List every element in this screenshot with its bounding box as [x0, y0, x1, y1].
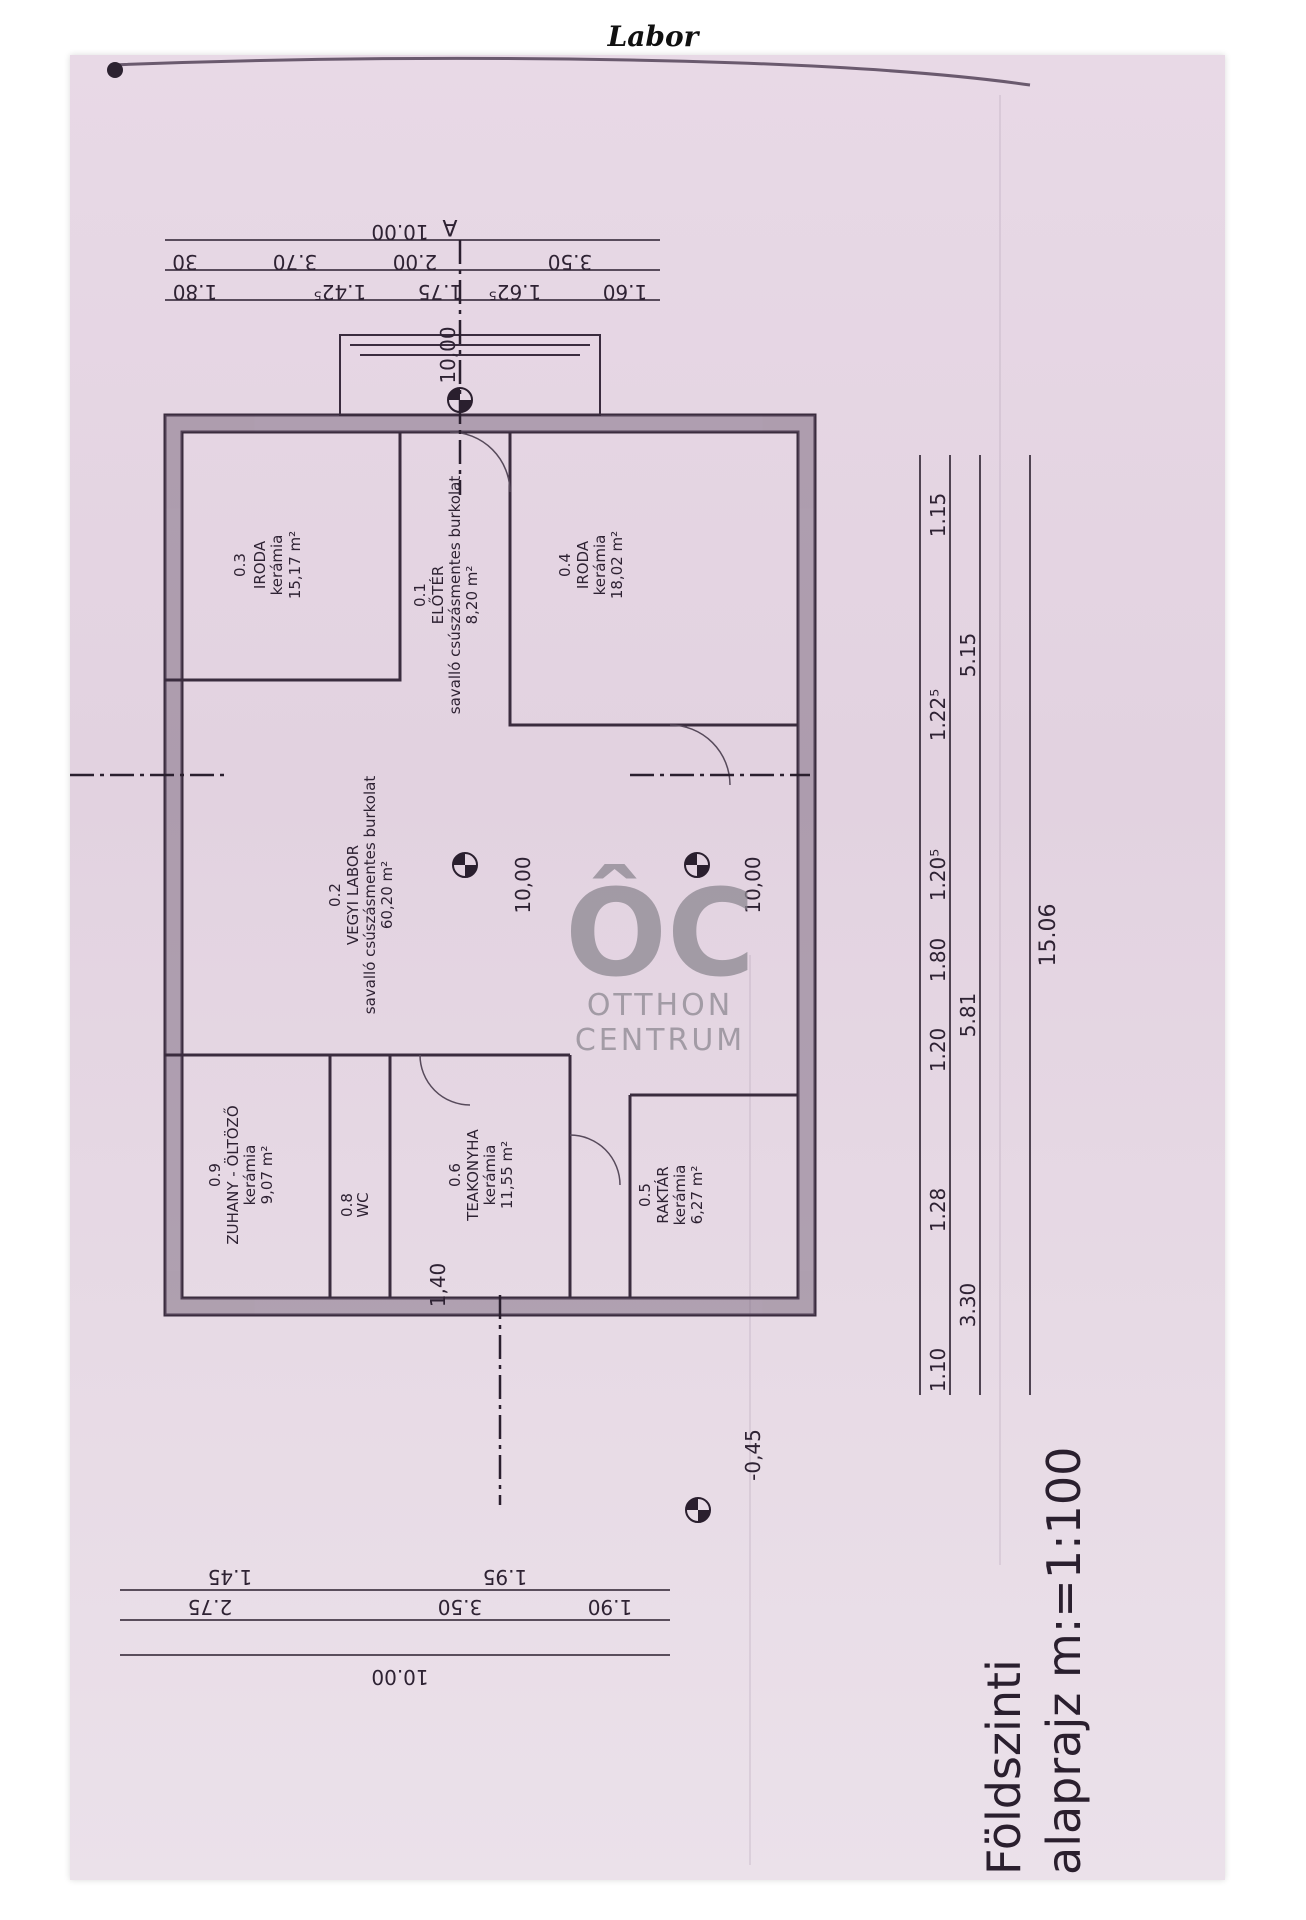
page-title: Labor [607, 20, 699, 53]
room-floor: kerámia [241, 1145, 259, 1206]
room-id: 0.6 [446, 1163, 464, 1187]
dim-top-r2-3: 1.42⁵ [314, 280, 367, 304]
room-id: 0.4 [556, 553, 574, 577]
top-dimension-lines [165, 239, 660, 301]
room-floor: savalló csúszásmentes burkolat [446, 476, 464, 715]
plan-title-line2: alaprajz m:=1:100 [1037, 1447, 1091, 1875]
dim-top-r2-4: 1.75 [418, 280, 463, 304]
dim-top-4: 2.00 [393, 250, 438, 274]
room-name: WC [354, 1192, 372, 1217]
entrance-steps [339, 334, 601, 416]
dim-bottom-7: 3.50 [438, 1595, 483, 1619]
dim-right-10: 1.80 [926, 938, 950, 983]
room-floor: savalló csúszásmentes burkolat [361, 776, 379, 1015]
axis-lines [70, 240, 810, 1505]
dim-right-11: 1.20 [926, 1028, 950, 1073]
watermark-line1: OTTHON [587, 988, 733, 1023]
room-0-1: 0.1 ELŐTÉR savalló csúszásmentes burkola… [411, 476, 481, 715]
room-name: IRODA [251, 540, 269, 589]
level-minus-045: -0,45 [741, 1429, 765, 1481]
dim-right-sub-1: 5.15 [956, 633, 980, 678]
right-dimension-lines [919, 455, 1031, 1395]
level-markers [447, 387, 711, 1523]
room-area: 11,55 m² [498, 1141, 516, 1209]
room-id: 0.3 [231, 553, 249, 577]
dim-top-total: 10.00 [371, 220, 428, 244]
axis-label-top: 10,00 [436, 326, 460, 383]
dim-bottom-9: 1.90 [588, 1595, 633, 1619]
dim-top-1: 30 [172, 250, 197, 274]
dim-bottom-2: 2.75 [188, 1595, 233, 1619]
dim-top-r2-5: 1.62⁵ [489, 280, 542, 304]
bottom-dimension-lines [120, 1589, 670, 1656]
section-mark: A [442, 214, 457, 239]
dim-top-r2-7: 1.60 [603, 280, 648, 304]
dim-right-sub-2: 5.81 [956, 993, 980, 1038]
room-name: ZUHANY - ÖLTÖZŐ [222, 1105, 242, 1244]
dim-right-1: 1.15 [926, 493, 950, 538]
floor-plan-scan: 10.00 30 3.70 2.00 3.50 1.80 1.42⁵ 1.75 … [70, 55, 1225, 1880]
room-name: TEAKONYHA [464, 1128, 482, 1221]
room-floor: kerámia [591, 535, 609, 596]
axis-label-center: 10,00 [511, 856, 535, 913]
room-id: 0.9 [206, 1163, 224, 1187]
dim-right-total: 15.06 [1036, 904, 1061, 967]
wall-hatch [165, 415, 815, 1315]
dim-bottom-r2-8: 1.95 [483, 1565, 528, 1589]
room-name: IRODA [574, 540, 592, 589]
paper-edge [109, 56, 1031, 87]
plan-title-line1: Földszinti [977, 1659, 1031, 1875]
axis-label-right: 10,00 [741, 856, 765, 913]
otthon-centrum-watermark: ÔC OTTHON CENTRUM [565, 864, 755, 1058]
dim-right-8: 1.20⁵ [926, 849, 950, 902]
room-floor: kerámia [671, 1165, 689, 1226]
room-area: 18,02 m² [608, 531, 626, 599]
room-area: 6,27 m² [688, 1166, 706, 1225]
dim-top-r2-1: 1.80 [173, 280, 218, 304]
paper-corner-mark [107, 62, 123, 78]
room-name: ELŐTÉR [427, 566, 447, 625]
room-floor: kerámia [481, 1145, 499, 1206]
dim-top-2: 3.70 [273, 250, 318, 274]
room-id: 0.2 [326, 883, 344, 907]
room-0-3: 0.3 IRODA kerámia 15,17 m² [231, 531, 304, 599]
room-0-4: 0.4 IRODA kerámia 18,02 m² [556, 531, 626, 599]
room-area: 60,20 m² [378, 861, 396, 929]
room-name: RAKTÁR [653, 1166, 672, 1223]
room-area: 9,07 m² [258, 1146, 276, 1205]
watermark-line2: CENTRUM [575, 1023, 745, 1058]
dim-right-6: 1.22⁵ [926, 689, 950, 742]
interior-walls [165, 432, 798, 1298]
room-0-6: 0.6 TEAKONYHA kerámia 11,55 m² [446, 1128, 516, 1221]
room-id: 0.1 [411, 583, 429, 607]
dim-bottom-r2-3: 1.45 [208, 1565, 253, 1589]
room-0-2: 0.2 VEGYI LABOR savalló csúszásmentes bu… [326, 776, 396, 1015]
dim-top-6: 3.50 [548, 250, 593, 274]
room-0-5: 0.5 RAKTÁR kerámia 6,27 m² [636, 1165, 706, 1226]
room-id: 0.5 [636, 1183, 654, 1207]
dim-bottom-total: 10.00 [371, 1665, 428, 1689]
room-0-9: 0.9 ZUHANY - ÖLTÖZŐ kerámia 9,07 m² [206, 1105, 276, 1244]
dim-140: 1,40 [426, 1263, 450, 1308]
watermark-logo: ÔC [565, 864, 755, 1004]
room-area: 15,17 m² [286, 531, 304, 599]
room-name: VEGYI LABOR [344, 845, 362, 945]
dim-right-13: 1.28 [926, 1188, 950, 1233]
floor-plan-drawing: 10.00 30 3.70 2.00 3.50 1.80 1.42⁵ 1.75 … [70, 56, 1091, 1875]
dim-right-sub-3: 3.30 [956, 1283, 980, 1328]
room-0-8: 0.8 WC [338, 1192, 372, 1217]
door-swings [419, 431, 731, 1186]
room-floor: kerámia [268, 535, 286, 596]
room-area: 8,20 m² [463, 566, 481, 625]
background-lines [749, 95, 1001, 1865]
dim-right-18: 1.10 [926, 1348, 950, 1393]
room-id: 0.8 [338, 1193, 356, 1217]
